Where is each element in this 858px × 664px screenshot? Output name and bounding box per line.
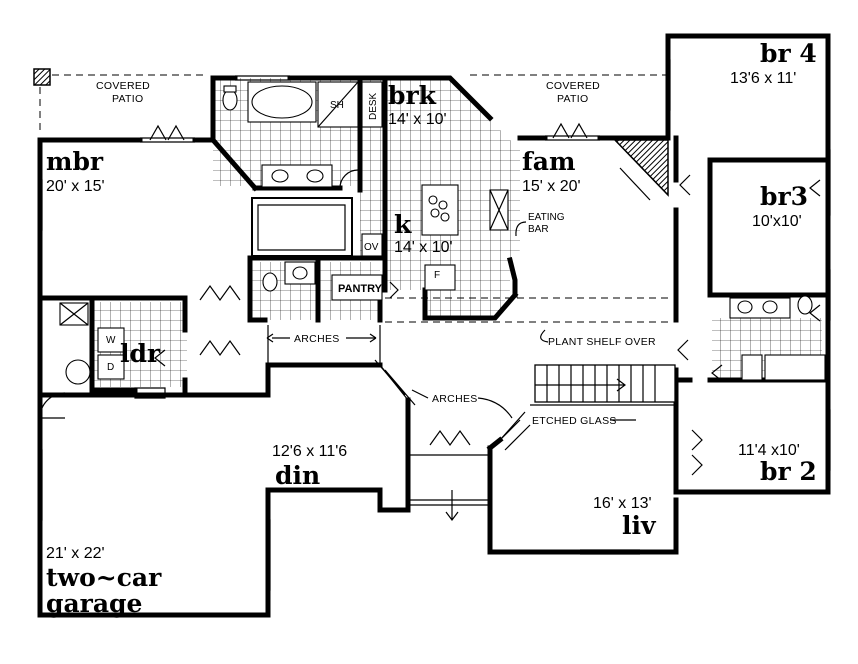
plant-shelf-label: PLANT SHELF OVER [548,336,656,348]
corner-post [33,68,51,86]
patio-left-line1: COVERED [96,80,150,92]
din-dims: 12'6 x 11'6 [272,443,347,460]
f-label: F [434,270,440,281]
fixtures [59,81,826,385]
d-label: D [107,362,114,373]
fam-dims: 15' x 20' [522,178,581,195]
garage-dims: 21' x 22' [46,545,105,562]
garage-name-line1: two~car [46,563,162,592]
garage-name-line2: garage [46,589,142,618]
din-name: din [275,461,320,490]
k-name: k [394,210,412,239]
eating-bar-line1: EATING [528,212,565,223]
pantry-label: PANTRY [338,283,383,295]
room-labels: br 4 13'6 x 11' br3 10'x10' 11'4 x10' br… [46,39,817,618]
br2-dims: 11'4 x10' [738,442,800,459]
openings [38,59,831,591]
br4-dims: 13'6 x 11' [730,70,796,87]
ov-label: OV [364,242,379,253]
mbr-name: mbr [46,147,104,176]
patio-left-line2: PATIO [112,93,143,105]
br3-name: br3 [760,182,808,211]
annotations: COVERED PATIO COVERED PATIO ARCHES ARCHE… [96,80,656,427]
desk-label: DESK [368,92,379,120]
fam-name: fam [522,147,575,176]
walls [37,33,831,618]
arches-upper-label: ARCHES [294,333,340,345]
mbr-dims: 20' x 15' [46,178,105,195]
etched-glass-label: ETCHED GLASS [532,415,617,427]
liv-name: liv [622,511,657,540]
br3-dims: 10'x10' [752,213,802,230]
w-label: W [106,335,116,346]
liv-dims: 16' x 13' [593,495,652,512]
eating-bar-line2: BAR [528,224,549,235]
brk-dims: 14' x 10' [388,111,447,128]
br4-name: br 4 [760,39,817,68]
br2-name: br 2 [760,457,817,486]
k-dims: 14' x 10' [394,239,453,256]
ldr-name: ldr [120,339,161,368]
brk-name: brk [388,81,437,110]
patio-right-line1: COVERED [546,80,600,92]
sh-label: SH [330,100,344,111]
arches-lower-label: ARCHES [432,393,478,405]
patio-right-line2: PATIO [557,93,588,105]
